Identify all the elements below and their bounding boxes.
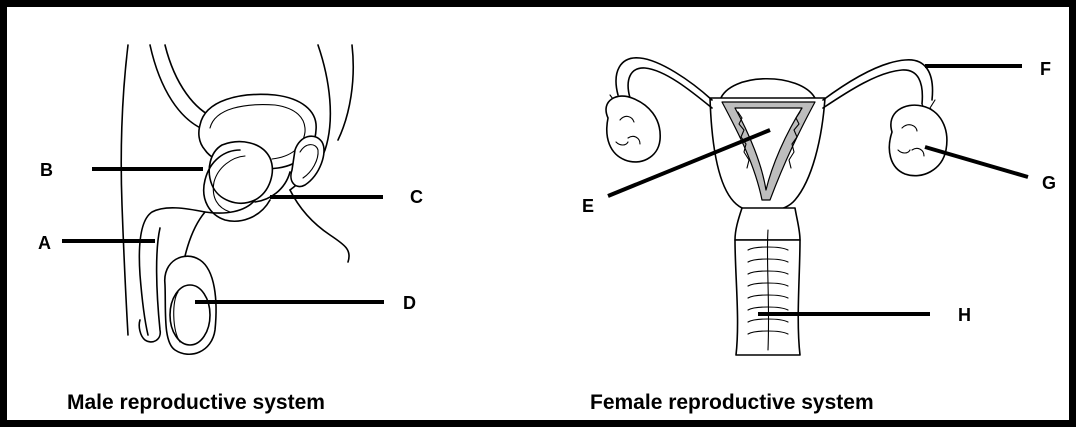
label-c: C <box>410 187 423 207</box>
male-abdomen-line-2 <box>165 45 215 118</box>
male-pubic-contour <box>290 190 349 262</box>
male-diagram <box>121 45 353 354</box>
female-fallopian-tube-left <box>616 58 712 100</box>
label-d: D <box>403 293 416 313</box>
label-e: E <box>582 196 594 216</box>
male-penis-outline <box>139 228 160 342</box>
label-a: A <box>38 233 51 253</box>
female-fallopian-tube-right <box>823 60 933 100</box>
label-f: F <box>1040 59 1051 79</box>
female-diagram <box>606 58 947 355</box>
female-uterus-fundus <box>720 79 815 100</box>
male-back-contour <box>338 45 353 140</box>
female-ovary-right <box>889 105 947 176</box>
label-g: G <box>1042 173 1056 193</box>
male-caption: Male reproductive system <box>67 391 325 414</box>
label-b: B <box>40 160 53 180</box>
label-h: H <box>958 305 971 325</box>
female-ovary-left <box>606 96 660 162</box>
male-body-outline <box>121 45 128 335</box>
female-caption: Female reproductive system <box>590 391 874 414</box>
male-abdomen-line-1 <box>150 45 205 130</box>
